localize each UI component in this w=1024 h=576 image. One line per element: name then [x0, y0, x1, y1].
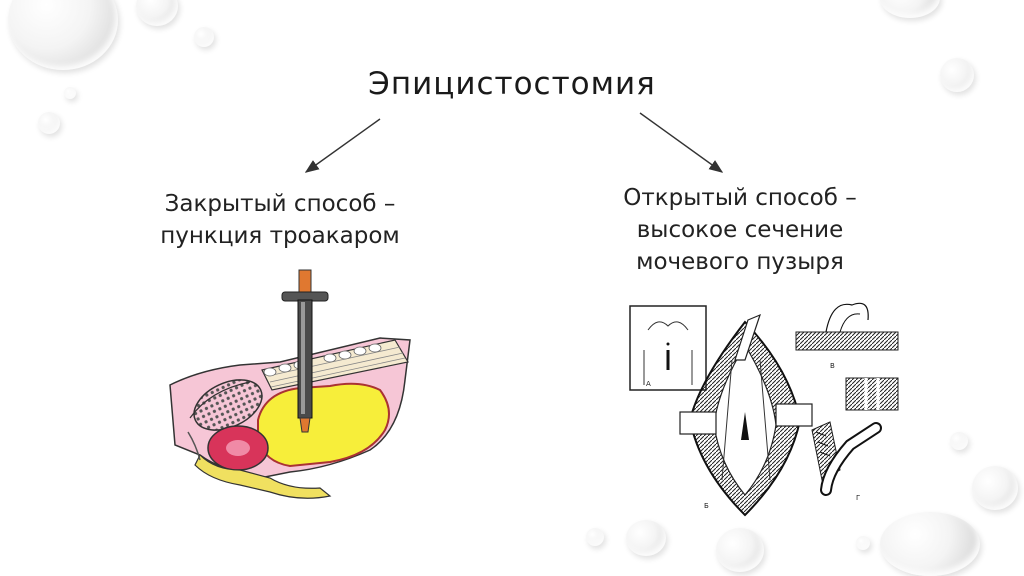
- water-drop: [972, 466, 1018, 510]
- panel-b-label: Б: [704, 502, 709, 510]
- open-method-line-1: Открытый способ –: [623, 185, 857, 211]
- pubic-bone: [193, 379, 263, 431]
- trocar-tip: [299, 417, 311, 433]
- urethra: [194, 453, 332, 499]
- closed-method-label: Закрытый способ – пункция троакаром: [120, 188, 440, 252]
- open-method-line-2: высокое сечение: [636, 217, 844, 243]
- page-title: Эпицистостомия: [368, 66, 656, 102]
- closed-method-line-1: Закрытый способ –: [164, 191, 396, 217]
- water-drop: [64, 87, 76, 99]
- open-method-illustration: А Б В Г: [629, 302, 899, 517]
- open-method-line-3: мочевого пузыря: [636, 249, 844, 275]
- water-drop: [856, 536, 870, 550]
- panel-a: А: [629, 305, 707, 391]
- water-drop: [716, 528, 764, 572]
- water-drop: [940, 58, 974, 92]
- water-drop: [880, 0, 940, 18]
- bladder: [257, 382, 390, 468]
- water-drop: [194, 27, 214, 47]
- water-drop: [950, 432, 968, 450]
- panel-g-label: Г: [856, 494, 860, 502]
- trocar-puncture-illustration: [169, 269, 411, 499]
- fascia-layer: [263, 343, 382, 377]
- water-drop: [586, 528, 604, 546]
- panel-a-label: А: [646, 380, 651, 388]
- water-drop: [38, 112, 60, 134]
- closed-method-line-2: пункция троакаром: [160, 223, 400, 249]
- panel-v: В: [795, 302, 899, 411]
- water-drop: [880, 512, 980, 576]
- water-drop: [626, 520, 666, 556]
- panel-v-label: В: [830, 362, 835, 370]
- panel-b: Б: [679, 313, 813, 517]
- arrow-to-closed-method: [304, 118, 381, 173]
- panel-g: Г: [811, 421, 882, 502]
- open-method-label: Открытый способ – высокое сечение мочево…: [590, 182, 890, 278]
- arrow-to-open-method: [639, 112, 724, 173]
